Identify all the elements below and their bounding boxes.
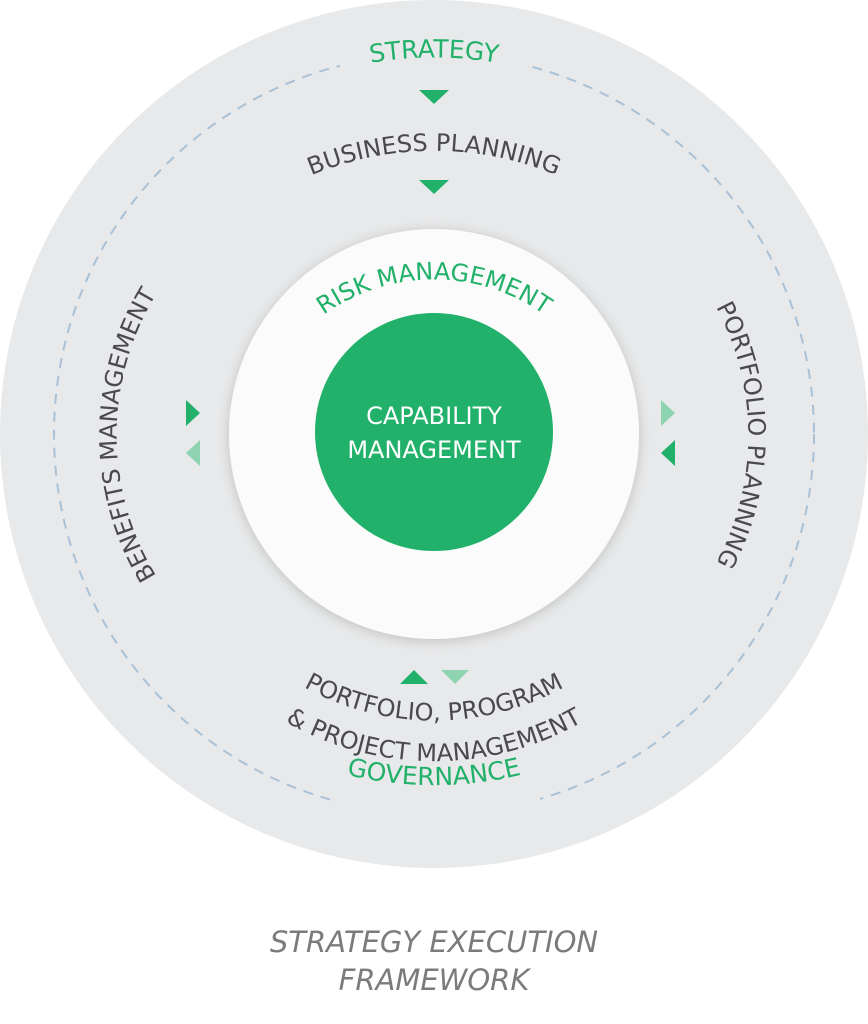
arrow-left-icon xyxy=(661,440,675,466)
arrow-up-icon xyxy=(400,670,428,684)
strategy-label: STRATEGY xyxy=(367,34,501,68)
capability-circle xyxy=(315,313,553,551)
arrow-right-icon xyxy=(186,400,200,426)
arrow-down-icon xyxy=(419,180,449,194)
arrow-right-icon xyxy=(661,400,675,426)
caption-line1: STRATEGY EXECUTION xyxy=(270,925,598,959)
arrow-down-icon xyxy=(419,90,449,104)
center-label-line1: CAPABILITY xyxy=(366,402,502,430)
caption-line2: FRAMEWORK xyxy=(339,963,532,997)
arrow-left-icon xyxy=(186,440,200,466)
center-label-line2: MANAGEMENT xyxy=(347,436,521,464)
governance-label-backing xyxy=(330,785,540,830)
strategy-label-backing xyxy=(340,40,530,80)
arrow-down-icon xyxy=(441,670,469,684)
